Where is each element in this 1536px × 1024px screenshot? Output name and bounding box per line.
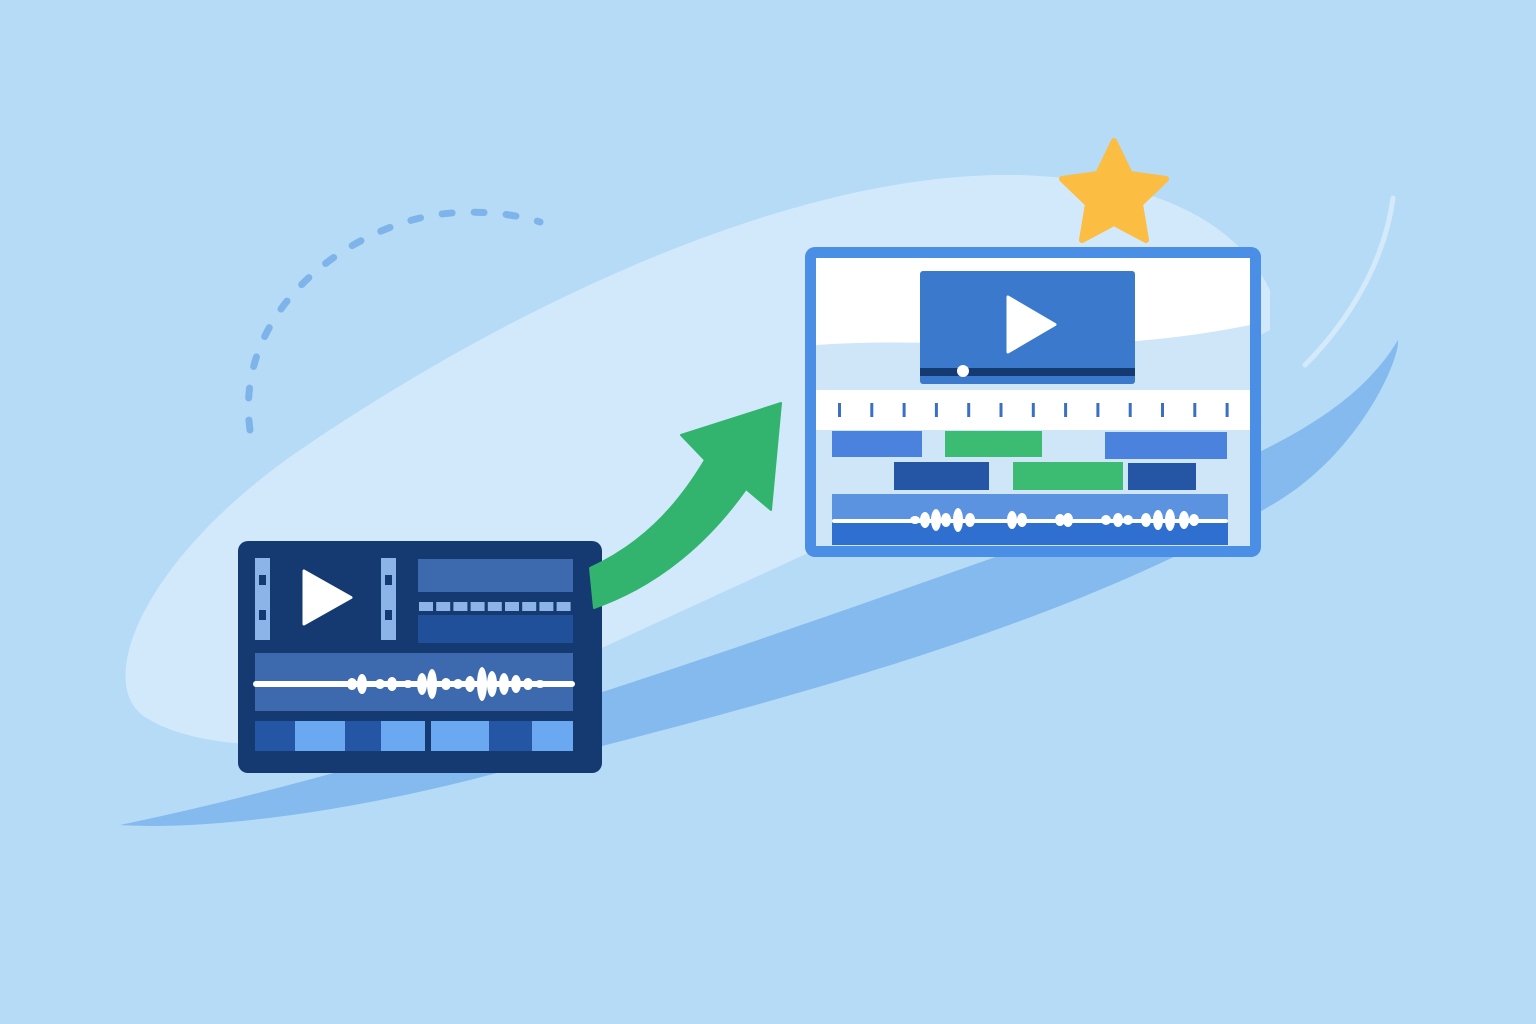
waveform-peak <box>453 679 463 689</box>
waveform-peak <box>535 680 545 688</box>
film-hole <box>385 575 392 585</box>
waveform-peak <box>403 680 413 688</box>
waveform-peak <box>953 508 963 532</box>
ruler-tick <box>419 602 433 611</box>
play-icon <box>302 569 353 626</box>
waveform-peak <box>1179 511 1189 529</box>
old-clip <box>295 721 345 751</box>
waveform-peak <box>387 677 397 691</box>
old-clip <box>255 721 295 751</box>
old-clip <box>381 721 425 751</box>
old-ruler <box>419 602 571 611</box>
waveform-peak <box>523 678 533 690</box>
new-editor-panel <box>805 247 1261 557</box>
waveform-peak <box>1153 510 1163 530</box>
waveform-peak <box>1101 515 1111 525</box>
waveform-peak <box>910 516 920 524</box>
waveform-peak <box>487 671 497 697</box>
waveform-peak <box>1007 511 1017 529</box>
timeline-clip[interactable] <box>832 431 922 457</box>
waveform-peak <box>477 667 487 701</box>
old-track-top <box>418 559 573 592</box>
ruler-tick <box>470 602 485 611</box>
waveform-peak <box>1189 514 1199 526</box>
film-strip-right <box>381 558 396 640</box>
waveform-peak <box>441 678 451 690</box>
ruler-tick <box>1193 403 1197 417</box>
playhead-handle[interactable] <box>957 365 969 377</box>
timeline-clip[interactable] <box>894 462 989 490</box>
upward-arrow-icon <box>589 402 782 609</box>
old-clip <box>431 721 489 751</box>
ruler-tick <box>838 403 841 417</box>
ruler-tick <box>505 602 519 611</box>
ruler-tick <box>522 602 537 611</box>
ruler-tick <box>934 403 938 417</box>
old-track-mid <box>418 615 573 643</box>
waveform-peak <box>499 673 509 695</box>
old-clip <box>489 721 532 751</box>
old-waveform <box>347 667 545 701</box>
waveform-peak <box>1141 513 1151 527</box>
ruler-tick <box>436 602 451 611</box>
waveform-peak <box>920 512 930 528</box>
waveform-peak <box>941 513 951 527</box>
old-clip-row <box>255 721 573 751</box>
ruler-tick <box>453 602 468 611</box>
preview-progress-bar <box>920 368 1135 376</box>
waveform-peak <box>417 673 427 695</box>
swoosh-highlight <box>1302 195 1396 368</box>
ruler-tick <box>1096 403 1100 417</box>
waveform-peak <box>965 513 975 527</box>
waveform-peak <box>1123 515 1133 525</box>
ruler-tick <box>999 403 1003 417</box>
waveform-peak <box>1017 513 1027 527</box>
waveform-peak <box>375 679 385 689</box>
waveform-peak <box>511 675 521 693</box>
ruler-tick <box>1128 403 1132 417</box>
film-hole <box>259 575 266 585</box>
old-editor-panel <box>238 541 602 773</box>
waveform-peak <box>1063 513 1073 527</box>
film-strip-left <box>255 558 270 640</box>
waveform-peak <box>427 669 437 699</box>
film-hole <box>259 610 266 620</box>
timeline-clip[interactable] <box>1013 462 1123 490</box>
waveform-peak <box>347 678 357 690</box>
ruler-tick <box>487 602 502 611</box>
timeline-ruler <box>838 403 1229 417</box>
ruler-tick <box>1031 403 1035 417</box>
waveform-peak <box>1113 513 1123 527</box>
old-clip <box>345 721 381 751</box>
ruler-tick <box>967 403 971 417</box>
waveform-peak <box>931 509 941 531</box>
timeline-clip[interactable] <box>1105 432 1227 459</box>
waveform-peak <box>1165 509 1175 531</box>
ruler-tick <box>902 403 906 417</box>
ruler-tick <box>556 602 571 611</box>
dotted-trail <box>245 208 544 434</box>
waveform-peak <box>465 676 475 692</box>
timeline-clip[interactable] <box>1128 463 1196 490</box>
ruler-tick <box>1064 403 1068 417</box>
waveform-peak <box>1055 514 1065 526</box>
ruler-tick <box>1161 403 1164 417</box>
old-clip <box>532 721 573 751</box>
film-hole <box>385 610 392 620</box>
star-icon <box>1059 138 1169 243</box>
ruler-tick <box>870 403 874 417</box>
ruler-tick <box>539 602 554 611</box>
new-waveform <box>910 508 1199 532</box>
ruler-tick <box>1225 403 1229 417</box>
waveform-peak <box>357 674 367 694</box>
timeline-clip[interactable] <box>945 431 1042 457</box>
play-icon <box>1006 295 1057 354</box>
